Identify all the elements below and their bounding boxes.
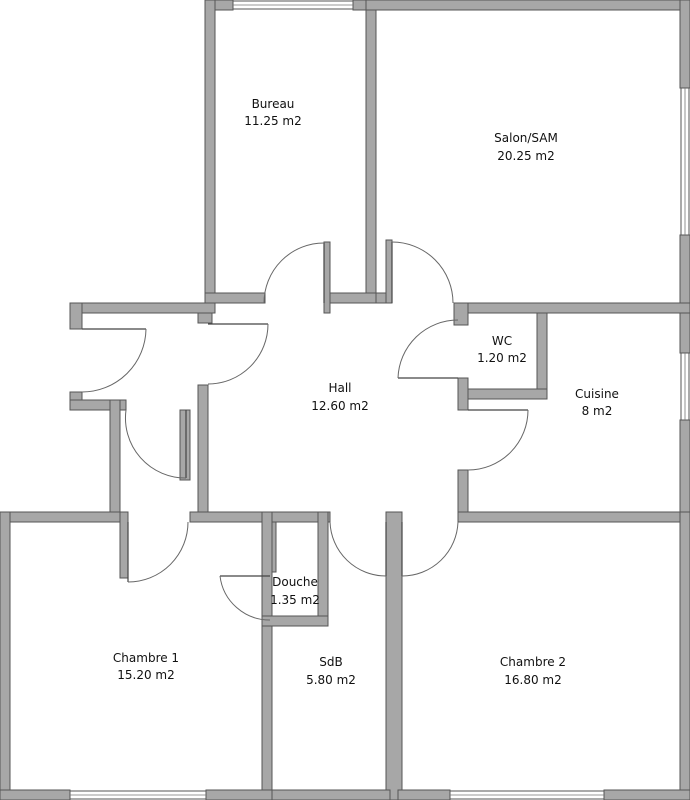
door-cuisine — [467, 409, 529, 471]
wall-wc-bottom — [467, 388, 548, 400]
wall-wc-left-top — [453, 302, 469, 326]
wall-chambre2-top — [457, 511, 690, 523]
door-salon — [391, 241, 454, 304]
wall-door-jamb-salon — [385, 239, 393, 304]
door-corridor — [124, 409, 187, 479]
room-sdb: SdB 5.80 m2 — [306, 655, 356, 687]
wall-chambre1-bottom-right — [205, 789, 273, 800]
door-chambre1 — [127, 521, 189, 583]
wall-douche-bottom — [261, 615, 329, 627]
room-bureau-area: 11.25 m2 — [244, 114, 302, 128]
room-wc: WC 1.20 m2 — [477, 334, 527, 365]
room-sdb-area: 5.80 m2 — [306, 673, 356, 687]
wall-chambre1-bottom-left — [0, 789, 71, 800]
wall-bureau-salon — [365, 0, 377, 304]
window-bureau — [232, 0, 354, 10]
wall-chambre1-right — [261, 511, 273, 800]
room-wc-area: 1.20 m2 — [477, 351, 527, 365]
wall-hall-topleft-stub — [197, 312, 213, 324]
room-chambre2-area: 16.80 m2 — [504, 673, 562, 687]
wall-chambre2-right — [679, 511, 690, 800]
room-chambre1-name: Chambre 1 — [113, 651, 179, 665]
room-salon-area: 20.25 m2 — [497, 149, 555, 163]
wall-douche-right — [317, 511, 329, 627]
room-douche-area: 1.35 m2 — [270, 593, 320, 607]
room-labels: Bureau 11.25 m2 Salon/SAM 20.25 m2 WC 1.… — [113, 97, 619, 687]
door-sdb — [329, 521, 387, 577]
room-salon-name: Salon/SAM — [494, 131, 558, 145]
windows — [69, 0, 690, 800]
room-bureau: Bureau 11.25 m2 — [244, 97, 302, 128]
wall-entry-top-cap — [69, 302, 83, 330]
room-hall-area: 12.60 m2 — [311, 399, 369, 413]
wall-wc-left-bottom — [457, 377, 469, 411]
wall-douche-left — [271, 521, 277, 573]
window-chambre1 — [69, 790, 207, 800]
wall-bureau-left — [204, 0, 216, 304]
wall-corridor-left — [109, 399, 121, 523]
room-chambre1-area: 15.20 m2 — [117, 668, 175, 682]
wall-hall-left — [197, 384, 209, 521]
window-chambre2 — [449, 790, 605, 800]
wall-chambre2-bottom-right — [603, 789, 690, 800]
room-cuisine-area: 8 m2 — [582, 404, 613, 418]
wall-chambre1-door-jamb — [119, 511, 129, 579]
room-douche-name: Douche — [272, 575, 318, 589]
wall-door-jamb-bureau — [323, 241, 331, 314]
wall-salon-bottom — [453, 302, 690, 314]
wall-bureau-bottom-right — [329, 292, 377, 304]
room-sdb-name: SdB — [319, 655, 342, 669]
wall-salon-left-stub — [375, 292, 387, 304]
wall-bureau-bottom-left — [204, 292, 266, 304]
room-salon: Salon/SAM 20.25 m2 — [494, 131, 558, 163]
room-wc-name: WC — [492, 334, 512, 348]
room-chambre2: Chambre 2 16.80 m2 — [500, 655, 566, 687]
room-chambre1: Chambre 1 15.20 m2 — [113, 651, 179, 682]
wall-entry-bottom — [69, 399, 127, 411]
wall-bedrooms-top-mid — [189, 511, 331, 523]
doors — [81, 241, 529, 621]
room-bureau-name: Bureau — [252, 97, 295, 111]
wall-salon-right-mid — [679, 234, 690, 354]
door-douche — [219, 575, 271, 621]
wall-entry-door-jamb — [179, 409, 191, 481]
wall-bedrooms-top-left — [0, 511, 121, 523]
wall-sdb-bottom — [271, 789, 391, 800]
wall-chambre1-left — [0, 511, 11, 800]
room-cuisine: Cuisine 8 m2 — [575, 387, 619, 418]
room-cuisine-name: Cuisine — [575, 387, 619, 401]
wall-salon-right-top — [679, 0, 690, 89]
room-chambre2-name: Chambre 2 — [500, 655, 566, 669]
door-front — [81, 328, 147, 393]
door-chambre2 — [401, 521, 459, 577]
room-hall-name: Hall — [328, 381, 351, 395]
wall-wc-right — [536, 312, 548, 400]
wall-salon-top — [365, 0, 690, 11]
window-cuisine — [680, 352, 690, 421]
wall-entry-top — [69, 302, 216, 314]
wall-cuisine-right — [679, 419, 690, 521]
wall-sdb-right — [385, 511, 403, 800]
door-hall-entry — [207, 323, 269, 385]
room-douche: Douche 1.35 m2 — [270, 575, 320, 607]
wall-chambre2-bottom-left — [397, 789, 451, 800]
door-wc — [397, 319, 459, 379]
room-hall: Hall 12.60 m2 — [311, 381, 369, 413]
window-salon — [680, 87, 690, 236]
door-bureau — [263, 242, 325, 304]
